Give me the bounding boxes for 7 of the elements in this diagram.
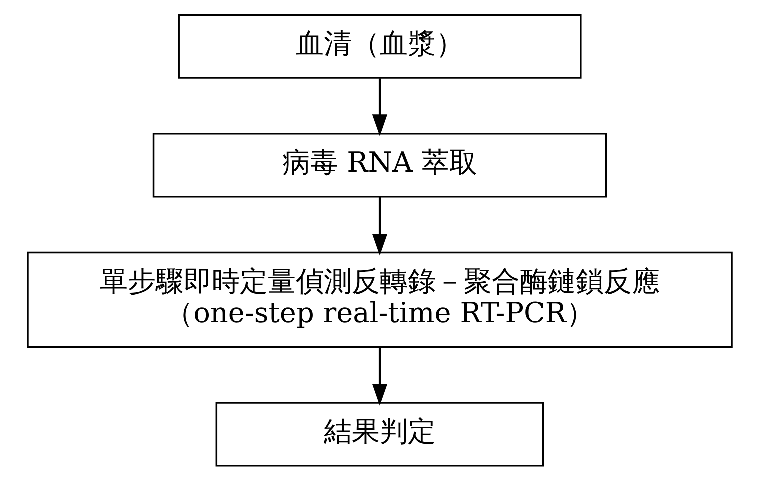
arrow bbox=[372, 347, 388, 406]
node-box: 血清（血漿） bbox=[178, 14, 582, 79]
node-box: 病毒 RNA 萃取 bbox=[152, 133, 607, 198]
arrow bbox=[372, 196, 388, 256]
node-box: 結果判定 bbox=[215, 402, 544, 467]
arrow bbox=[372, 78, 388, 136]
node-box: 單步驟即時定量偵測反轉錄－聚合酶鏈鎖反應 （one-step real-time RT-PCR） bbox=[26, 252, 732, 348]
